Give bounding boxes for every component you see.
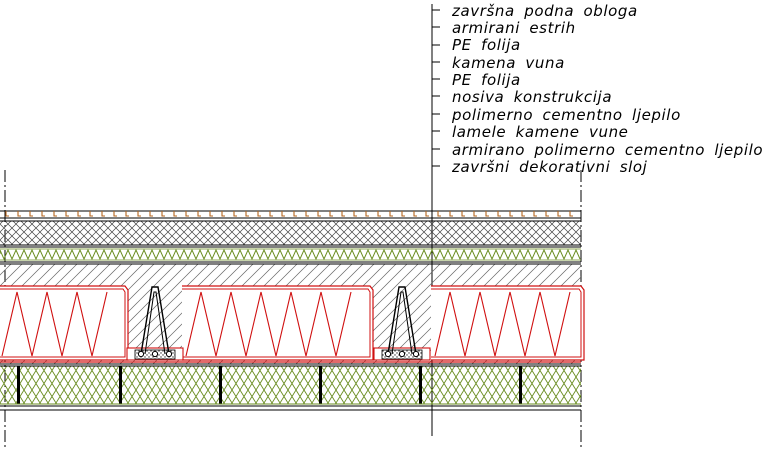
label-floor-finish: završna podna obloga	[451, 2, 638, 20]
label-reinforced-adhesive: armirano polimerno cementno ljepilo	[452, 141, 763, 159]
structure-ribs	[126, 286, 431, 361]
layer-adhesive	[0, 361, 581, 365]
label-stone-wool: kamena vuna	[452, 54, 565, 72]
label-stone-wool-lamellas: lamele kamene vune	[452, 123, 629, 141]
layer-stone-wool-lamellas	[0, 365, 581, 405]
label-pe-foil-2: PE folija	[452, 71, 521, 89]
layer-finish-plaster	[0, 405, 581, 411]
label-polymer-cement-adhesive: polimerno cementno ljepilo	[451, 106, 681, 124]
layer-floor-finish	[0, 210, 581, 219]
structure-blocks	[0, 285, 585, 361]
layer-stone-wool-thin	[0, 246, 581, 263]
label-reinforced-screed: armirani estrih	[452, 19, 576, 37]
label-pe-foil-1: PE folija	[452, 36, 521, 54]
label-load-bearing-structure: nosiva konstrukcija	[452, 88, 612, 106]
label-decorative-finish: završni dekorativni sloj	[451, 158, 648, 176]
layer-reinforced-screed	[0, 220, 581, 246]
layer-labels: završna podna obloga armirani estrih PE …	[451, 2, 763, 176]
